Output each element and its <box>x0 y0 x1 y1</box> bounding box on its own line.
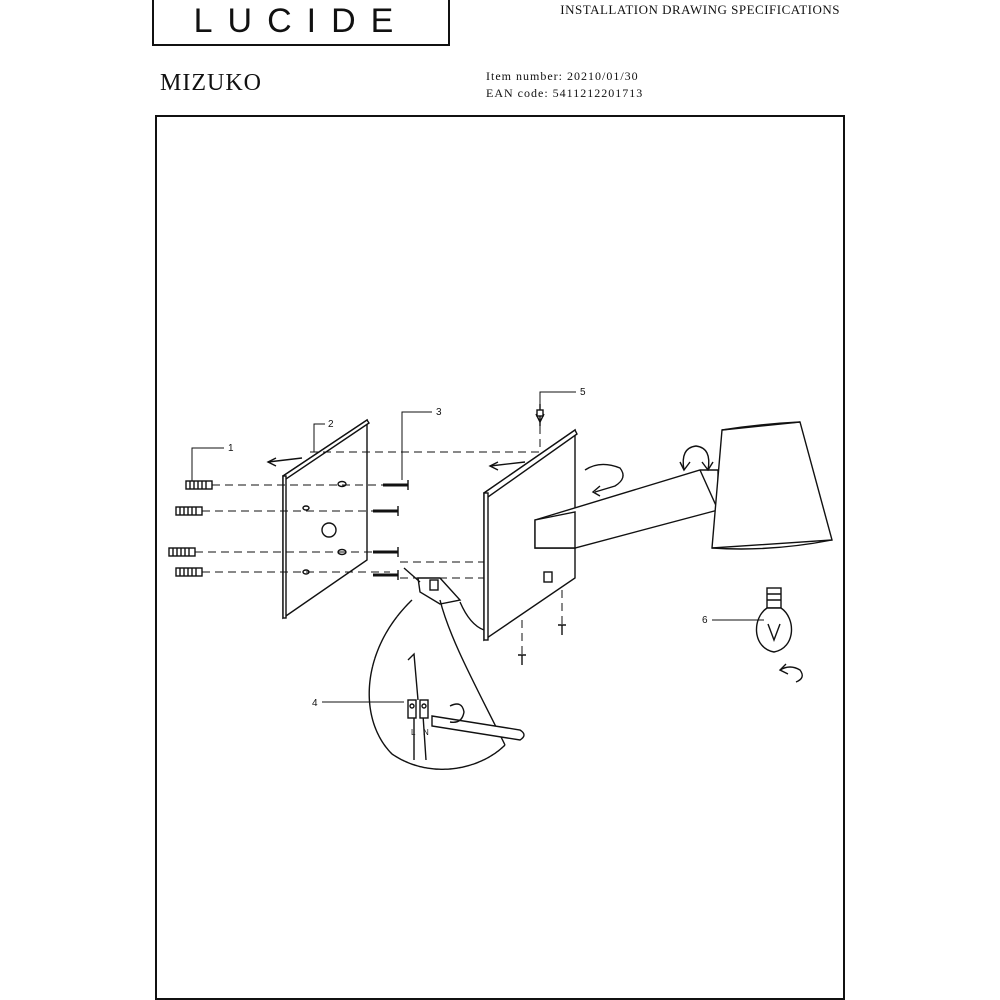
light-bulb <box>755 587 803 683</box>
mounting-screws <box>373 480 409 580</box>
alignment-lines <box>195 426 563 655</box>
wall-anchors <box>168 480 213 577</box>
callout-leaders <box>191 391 764 703</box>
cover-screws <box>518 404 566 665</box>
terminal-block <box>403 567 485 631</box>
item-number-label: Item number: <box>486 69 563 83</box>
wiring-detail <box>368 599 525 770</box>
item-number-line: Item number: 20210/01/30 <box>486 68 643 85</box>
mounting-plate <box>281 418 370 620</box>
callout-5: 5 <box>580 387 586 398</box>
callout-2: 2 <box>328 419 334 430</box>
logo-text: LUCIDE <box>193 2 409 40</box>
drawing-frame <box>155 115 845 1000</box>
callout-6: 6 <box>702 615 708 626</box>
wire-label-n: N <box>423 728 429 737</box>
document-title: INSTALLATION DRAWING SPECIFICATIONS <box>560 2 840 17</box>
product-meta: Item number: 20210/01/30 EAN code: 54112… <box>486 68 643 102</box>
ean-value: 5411212201713 <box>552 86 644 100</box>
brand-logo: LUCIDE <box>152 0 450 46</box>
lamp-base <box>482 428 578 642</box>
direction-arrows <box>266 457 526 471</box>
ean-line: EAN code: 5411212201713 <box>486 85 643 102</box>
callout-1: 1 <box>228 443 234 454</box>
product-name: MIZUKO <box>160 70 262 96</box>
lamp-shade <box>711 421 833 550</box>
ean-label: EAN code: <box>486 86 549 100</box>
rotation-arrows <box>584 445 714 497</box>
item-number-value: 20210/01/30 <box>566 69 639 83</box>
callout-3: 3 <box>436 407 442 418</box>
wire-label-l: L <box>411 728 416 737</box>
callout-4: 4 <box>312 698 318 709</box>
